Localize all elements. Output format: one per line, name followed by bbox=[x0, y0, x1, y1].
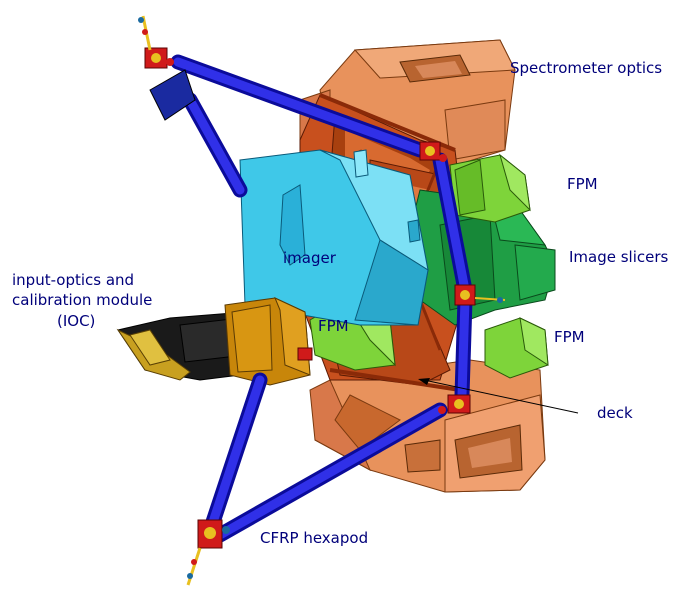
hexapod-strut bbox=[185, 95, 245, 195]
hexapod-strut bbox=[173, 57, 425, 155]
joint-lower-right bbox=[438, 394, 471, 414]
label-fpm-lower: FPM bbox=[318, 317, 349, 335]
fpm-right bbox=[484, 317, 549, 379]
joint-mid-right bbox=[454, 284, 506, 306]
hexapod-strut bbox=[435, 155, 470, 295]
joint-top bbox=[138, 15, 196, 121]
label-imager: imager bbox=[283, 249, 337, 267]
labels: Spectrometer optics FPM imager Image sli… bbox=[12, 59, 669, 547]
ioc-module bbox=[116, 297, 311, 386]
hexapod bbox=[170, 54, 473, 543]
joint-upper-right bbox=[419, 141, 447, 162]
label-ioc-line3: (IOC) bbox=[57, 312, 95, 330]
joint-ioc bbox=[297, 347, 313, 361]
joint-bottom bbox=[186, 519, 230, 586]
label-ioc-line1: input-optics and bbox=[12, 271, 134, 289]
label-image-slicers: Image slicers bbox=[569, 248, 669, 266]
hexapod-strut bbox=[207, 375, 265, 530]
label-fpm-upper: FPM bbox=[567, 175, 598, 193]
label-hexapod: CFRP hexapod bbox=[260, 529, 368, 547]
label-spectrometer-optics: Spectrometer optics bbox=[510, 59, 662, 77]
hexapod-strut bbox=[215, 405, 445, 540]
imager-block bbox=[239, 149, 429, 326]
label-ioc-line2: calibration module bbox=[12, 291, 152, 309]
hexapod-joints bbox=[138, 15, 506, 586]
deck-leader bbox=[418, 378, 579, 414]
hexapod-strut bbox=[457, 295, 470, 400]
label-fpm-right: FPM bbox=[554, 328, 585, 346]
fpm-upper bbox=[449, 153, 531, 223]
label-deck: deck bbox=[597, 404, 633, 422]
